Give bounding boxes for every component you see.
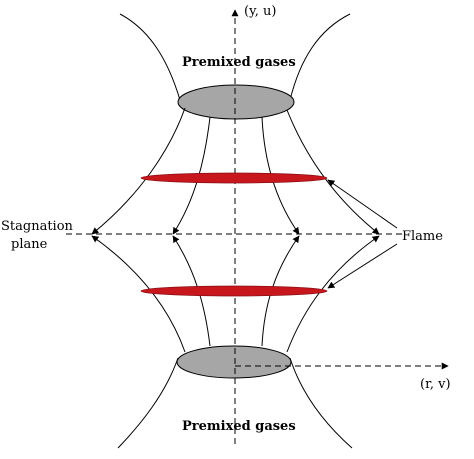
stagnation-label-line1: Stagnation: [1, 219, 74, 234]
outer-contour-top-right: [289, 13, 351, 101]
flame-callout-top: [327, 179, 398, 229]
bottom-nozzle-disk: [176, 345, 292, 379]
y-axis-label: (y, u): [244, 4, 276, 19]
flame-callout-bottom: [327, 243, 398, 289]
streamline-top-1: [91, 107, 186, 235]
r-axis-label: (r, v): [420, 377, 451, 392]
flame-bottom: [140, 285, 328, 297]
stagnation-label-line2: plane: [11, 237, 48, 252]
flame-label: Flame: [402, 229, 443, 244]
premixed-gases-bottom-label: Premixed gases: [182, 419, 296, 434]
premixed-gases-top-label: Premixed gases: [182, 55, 296, 70]
flame-top: [140, 172, 328, 184]
outer-contour-bottom-left: [117, 357, 179, 449]
outer-contour-bottom-right: [289, 357, 353, 449]
top-nozzle-disk: [177, 84, 295, 120]
streamline-top-4: [286, 109, 380, 235]
outer-contour-top-left: [119, 13, 181, 101]
